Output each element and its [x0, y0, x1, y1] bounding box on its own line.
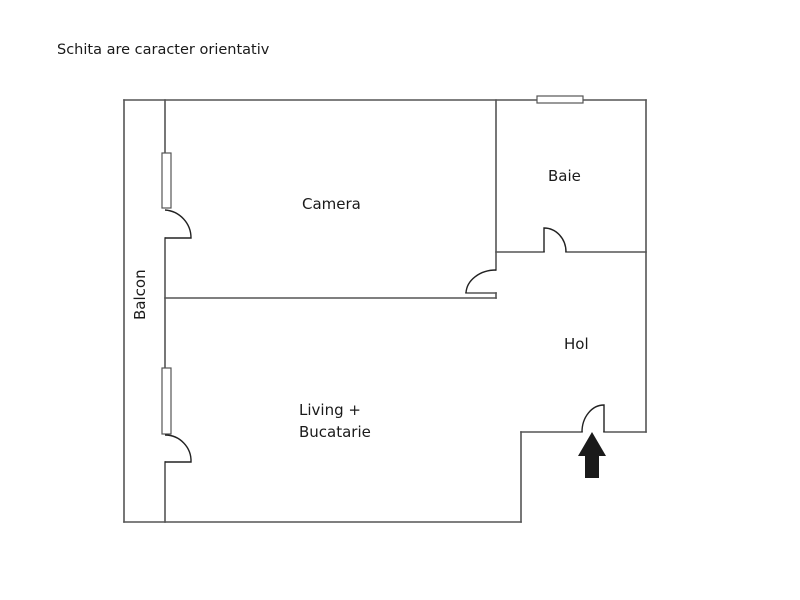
room-label-baie: Baie — [548, 167, 581, 185]
room-label-hol: Hol — [564, 335, 589, 353]
room-label-living-1: Living + — [299, 401, 361, 419]
baie-door — [543, 227, 567, 253]
camera-door — [465, 269, 497, 294]
room-label-camera: Camera — [302, 195, 361, 213]
disclaimer-note: Schita are caracter orientativ — [57, 42, 270, 58]
baie-window — [536, 95, 584, 104]
camera-balcony-door — [164, 209, 192, 239]
walls — [123, 99, 647, 523]
windows — [161, 95, 584, 435]
camera-window — [161, 152, 172, 209]
living-window — [161, 367, 172, 435]
room-label-living-2: Bucatarie — [299, 423, 371, 441]
entrance-door — [581, 404, 605, 433]
living-balcony-door — [164, 434, 192, 463]
room-label-balcon: Balcon — [131, 269, 149, 320]
doors — [164, 209, 605, 463]
arrow-up-icon — [578, 432, 606, 478]
